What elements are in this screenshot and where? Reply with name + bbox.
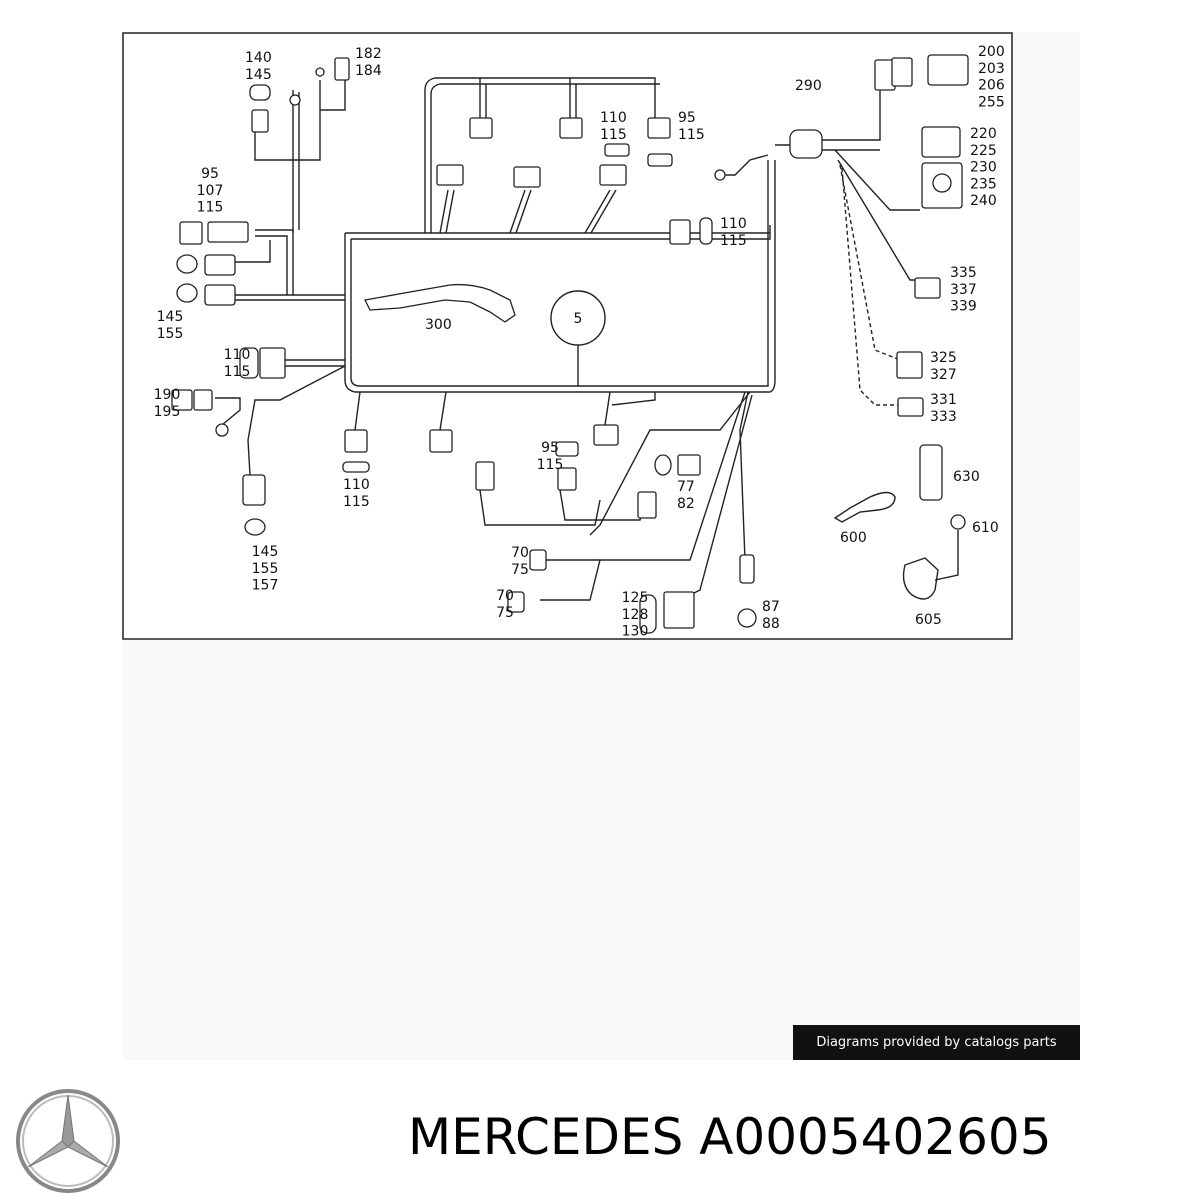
part-label-line: 630: [953, 469, 980, 485]
part-label-line: 110: [720, 216, 747, 232]
part-label-line: 290: [795, 78, 822, 94]
part-label-line: 110: [600, 110, 627, 126]
part-label-line: 77: [677, 479, 695, 495]
part-label-line: 110: [343, 477, 370, 493]
part-label-line: 600: [840, 530, 867, 546]
part-label-line: 610: [972, 520, 999, 536]
part-label-line: 110: [224, 347, 251, 363]
part-label-line: 155: [252, 561, 279, 577]
part-label-line: 115: [600, 127, 627, 143]
part-label-line: 75: [511, 562, 529, 578]
part-label-line: 220: [970, 126, 997, 142]
part-label-line: 605: [915, 612, 942, 628]
part-label-line: 155: [157, 326, 184, 342]
part-label-line: 115: [537, 457, 564, 473]
center-marker: 5: [574, 311, 583, 327]
part-label-line: 203: [978, 61, 1005, 77]
part-label-line: 145: [252, 544, 279, 560]
part-label-line: 75: [496, 605, 514, 621]
mercedes-star-icon: [16, 1089, 120, 1193]
part-label-line: 339: [950, 299, 977, 315]
part-label-line: 87: [762, 599, 780, 615]
part-label-line: 95: [201, 166, 219, 182]
part-label-line: 157: [252, 578, 279, 594]
part-label-line: 130: [622, 624, 649, 640]
part-label-line: 190: [154, 387, 181, 403]
part-label-line: 145: [157, 309, 184, 325]
part-label-line: 115: [678, 127, 705, 143]
part-label-line: 125: [622, 590, 649, 606]
part-label-line: 115: [343, 494, 370, 510]
part-label-line: 115: [720, 233, 747, 249]
part-label-line: 331: [930, 392, 957, 408]
part-label-line: 184: [355, 63, 382, 79]
brand-title: MERCEDES A0005402605: [408, 1108, 1052, 1166]
part-label-line: 145: [245, 67, 272, 83]
part-label-line: 70: [511, 545, 529, 561]
part-label-line: 327: [930, 367, 957, 383]
harness-wires: [215, 60, 920, 601]
part-label-line: 182: [355, 46, 382, 62]
part-label-line: 70: [496, 588, 514, 604]
part-label-line: 206: [978, 78, 1005, 94]
part-label-line: 325: [930, 350, 957, 366]
clip-parts: [833, 491, 959, 600]
part-label-line: 82: [677, 496, 695, 512]
part-label-line: 200: [978, 44, 1005, 60]
part-label-line: 235: [970, 176, 997, 192]
part-label-line: 230: [970, 160, 997, 176]
part-label-line: 337: [950, 282, 977, 298]
part-label-line: 128: [622, 607, 649, 623]
part-label-line: 115: [224, 364, 251, 380]
part-label-line: 95: [541, 440, 559, 456]
part-label-line: 335: [950, 265, 977, 281]
part-label-line: 240: [970, 193, 997, 209]
part-label-line: 95: [678, 110, 696, 126]
part-label-line: 195: [154, 404, 181, 420]
part-label-line: 300: [425, 317, 452, 333]
part-labels: 1401451821849510711514515511011595115110…: [154, 44, 1005, 640]
part-300-channel: [364, 283, 516, 323]
connectors: [171, 54, 969, 634]
part-label-line: 333: [930, 409, 957, 425]
part-label-line: 255: [978, 94, 1005, 110]
credit-banner: Diagrams provided by catalogs parts: [793, 1025, 1080, 1060]
part-label-line: 225: [970, 143, 997, 159]
part-label-line: 115: [197, 200, 224, 216]
part-label-line: 107: [197, 183, 224, 199]
center-marker-circle: [550, 290, 606, 346]
part-label-line: 140: [245, 50, 272, 66]
part-label-line: 88: [762, 616, 780, 632]
